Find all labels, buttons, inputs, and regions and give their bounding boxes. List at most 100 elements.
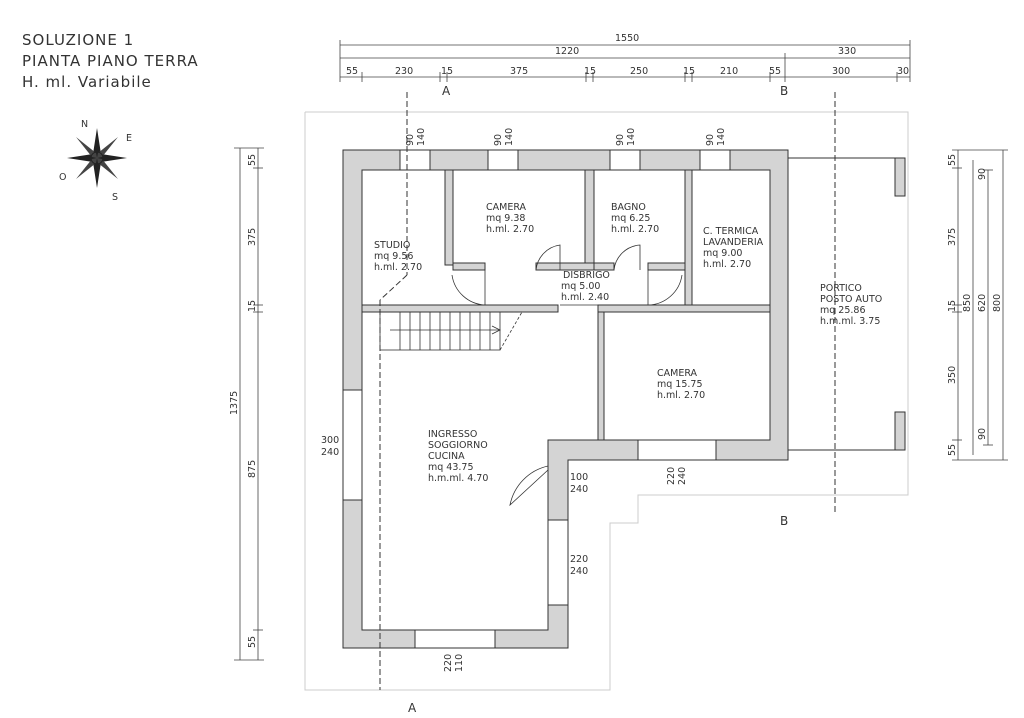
compass-o-label: O — [59, 172, 66, 183]
dim-right-800: 800 — [992, 294, 1003, 312]
room-bagno: BAGNO mq 6.25 h.ml. 2.70 — [611, 202, 659, 235]
room-c-termica: C. TERMICA LAVANDERIA mq 9.00 h.ml. 2.70 — [703, 226, 764, 270]
dim-left-seg-4: 875 — [247, 460, 258, 478]
room-camera1-height: h.ml. 2.70 — [486, 224, 534, 235]
room-ingresso-area: mq 43.75 — [428, 462, 474, 473]
room-studio-height: h.ml. 2.70 — [374, 262, 422, 273]
room-disbrigo-area: mq 5.00 — [561, 281, 600, 292]
opening-win-240: 240 — [570, 566, 588, 577]
porch-outline — [788, 157, 906, 451]
room-camera2-area: mq 15.75 — [657, 379, 703, 390]
room-ingresso-name: INGRESSO — [428, 429, 477, 440]
room-termica-area: mq 9.00 — [703, 248, 742, 259]
opening-win-220: 220 — [570, 554, 588, 565]
room-disbrigo-height: h.ml. 2.40 — [561, 292, 609, 303]
dim-left-seg-2: 375 — [247, 228, 258, 246]
opening-left-300: 300 — [321, 435, 339, 446]
dim-top-seg-10: 300 — [832, 66, 850, 77]
room-termica-name2: LAVANDERIA — [703, 237, 764, 248]
room-bagno-height: h.ml. 2.70 — [611, 224, 659, 235]
opening-bottom-110: 110 — [454, 654, 465, 672]
room-camera-1: CAMERA mq 9.38 h.ml. 2.70 — [486, 202, 534, 235]
dim-right-620: 620 — [977, 294, 988, 312]
dim-right-seg-2: 375 — [947, 228, 958, 246]
compass-n-label: N — [81, 119, 88, 130]
opening-top-90-4: 90 — [705, 134, 716, 146]
dim-top-total: 1550 — [615, 33, 639, 44]
dim-top-seg-5: 15 — [584, 66, 596, 77]
opening-top-140-1: 140 — [416, 128, 427, 146]
room-portico-area: mq 25.86 — [820, 305, 866, 316]
opening-top-90-1: 90 — [405, 134, 416, 146]
dim-left-total: 1375 — [229, 391, 240, 415]
site-boundary — [304, 111, 909, 691]
dim-top-seg-4: 375 — [510, 66, 528, 77]
section-lines — [379, 92, 836, 690]
left-dimensions — [234, 147, 264, 661]
room-disbrigo: DISBRIGO mq 5.00 h.ml. 2.40 — [561, 270, 610, 303]
opening-top-140-2: 140 — [504, 128, 515, 146]
section-b-top-label: B — [780, 84, 788, 98]
dim-top-330: 330 — [838, 46, 856, 57]
room-portico-name2: POSTO AUTO — [820, 294, 882, 305]
compass-s-label: S — [112, 192, 118, 203]
room-portico-name: PORTICO — [820, 283, 862, 294]
dim-top-seg-11: 30 — [897, 66, 909, 77]
room-portico: PORTICO POSTO AUTO mq 25.86 h.m.ml. 3.75 — [820, 283, 882, 327]
doors — [451, 244, 683, 507]
dim-top-seg-9: 55 — [769, 66, 781, 77]
room-termica-height: h.ml. 2.70 — [703, 259, 751, 270]
opening-top-90-2: 90 — [493, 134, 504, 146]
dim-top-seg-2: 230 — [395, 66, 413, 77]
opening-left-240: 240 — [321, 447, 339, 458]
room-portico-height: h.m.ml. 3.75 — [820, 316, 880, 327]
dim-right-seg-5: 55 — [947, 444, 958, 456]
dim-left-seg-1: 55 — [247, 154, 258, 166]
dim-top-seg-7: 15 — [683, 66, 695, 77]
opening-door-100: 100 — [570, 472, 588, 483]
opening-camera2-240: 240 — [677, 467, 688, 485]
compass-e-label: E — [126, 133, 132, 144]
room-ingresso-name3: CUCINA — [428, 451, 465, 462]
dim-left-seg-5: 55 — [247, 636, 258, 648]
opening-bottom-220: 220 — [443, 654, 454, 672]
room-camera2-name: CAMERA — [657, 368, 698, 379]
dim-right-90-top: 90 — [977, 168, 988, 180]
room-ingresso-name2: SOGGIORNO — [428, 440, 488, 451]
dim-top-seg-1: 55 — [346, 66, 358, 77]
room-ingresso-height: h.m.ml. 4.70 — [428, 473, 488, 484]
dim-top-seg-3: 15 — [441, 66, 453, 77]
room-ingresso: INGRESSO SOGGIORNO CUCINA mq 43.75 h.m.m… — [428, 429, 488, 484]
title-line-3: H. ml. Variabile — [22, 73, 152, 91]
room-termica-name: C. TERMICA — [703, 226, 759, 237]
dim-top-seg-8: 210 — [720, 66, 738, 77]
section-a-top-label: A — [442, 84, 451, 98]
section-b-bottom-label: B — [780, 514, 788, 528]
opening-top-140-4: 140 — [716, 128, 727, 146]
windows — [342, 149, 731, 649]
room-camera1-area: mq 9.38 — [486, 213, 525, 224]
dim-top-seg-6: 250 — [630, 66, 648, 77]
room-camera1-name: CAMERA — [486, 202, 527, 213]
room-camera-2: CAMERA mq 15.75 h.ml. 2.70 — [657, 368, 705, 401]
dim-left-seg-3: 15 — [247, 300, 258, 312]
dim-right-seg-1: 55 — [947, 154, 958, 166]
title-line-2: PIANTA PIANO TERRA — [22, 52, 199, 70]
room-studio: STUDIO mq 9.56 h.ml. 2.70 — [374, 240, 422, 273]
room-bagno-area: mq 6.25 — [611, 213, 650, 224]
title-line-1: SOLUZIONE 1 — [22, 31, 134, 49]
compass-rose-icon: N E S O — [59, 119, 132, 203]
opening-top-140-3: 140 — [626, 128, 637, 146]
opening-top-90-3: 90 — [615, 134, 626, 146]
right-dimensions — [952, 149, 1008, 461]
opening-camera2-220: 220 — [666, 467, 677, 485]
opening-door-240: 240 — [570, 484, 588, 495]
room-studio-name: STUDIO — [374, 240, 410, 251]
dim-top-1220: 1220 — [555, 46, 579, 57]
room-camera2-height: h.ml. 2.70 — [657, 390, 705, 401]
staircase — [379, 311, 523, 351]
room-studio-area: mq 9.56 — [374, 251, 413, 262]
top-dimensions — [339, 40, 911, 82]
opening-dimensions: 90 140 90 140 90 140 90 140 300 240 100 … — [321, 128, 727, 672]
